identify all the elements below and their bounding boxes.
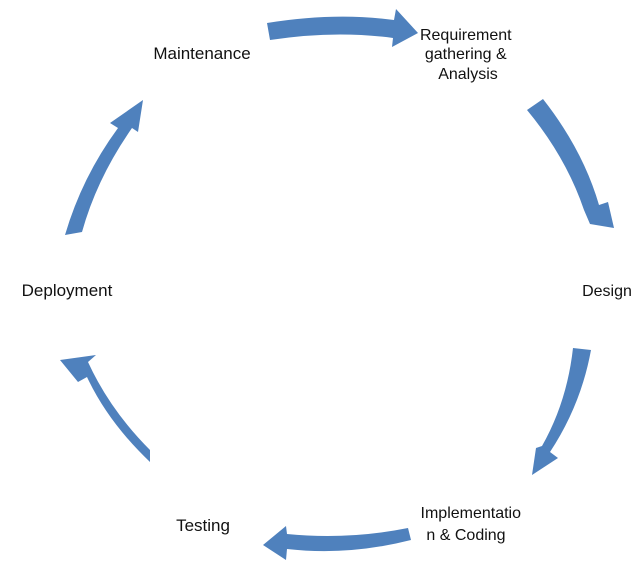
arrow-requirement-to-design (527, 99, 614, 228)
stage-label-testing: Testing (176, 516, 230, 535)
stage-label-implementation: Implementatio n & Coding (421, 505, 526, 544)
arrow-design-to-implementation (532, 348, 591, 475)
stage-label-requirement: Requirement gathering & Analysis (420, 27, 516, 83)
arrow-deployment-to-maintenance (65, 100, 143, 235)
stage-label-design: Design (582, 283, 632, 300)
arrow-maintenance-to-requirement (267, 9, 418, 47)
arrow-testing-to-deployment (60, 355, 150, 462)
stage-label-maintenance: Maintenance (153, 44, 250, 63)
arrow-implementation-to-testing (263, 526, 411, 560)
stage-label-deployment: Deployment (22, 281, 113, 300)
